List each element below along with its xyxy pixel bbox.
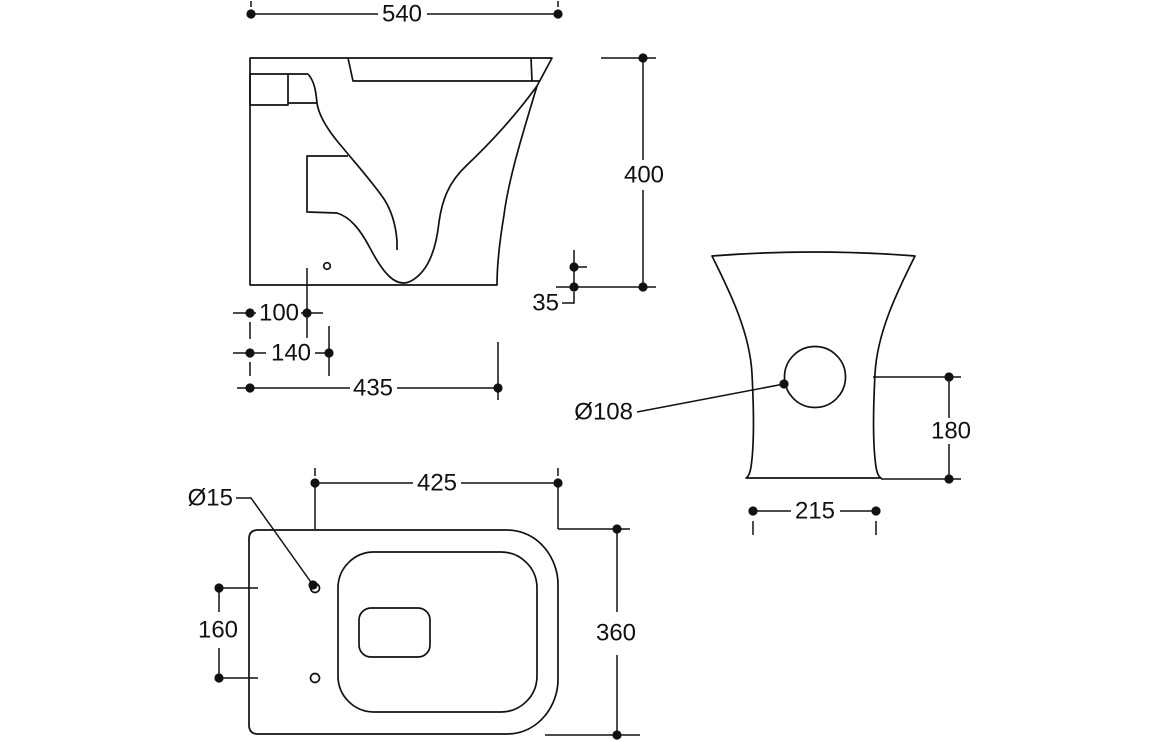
seat-strip-side <box>347 57 540 82</box>
dim-endpoint-dot <box>748 506 758 516</box>
dim-label-400: 400 <box>624 162 664 189</box>
leader-line <box>236 497 314 586</box>
dim-endpoint-dot <box>612 524 622 534</box>
dim-extension-lines <box>314 483 559 529</box>
dim-label-540: 540 <box>382 1 422 28</box>
outlet-hole <box>783 345 847 409</box>
dim-endpoint-dot <box>245 308 255 318</box>
dim-label-425: 425 <box>417 470 457 497</box>
dim-extension-lines <box>752 521 877 535</box>
dim-endpoint-dot <box>302 308 312 318</box>
bowl-rim-plan <box>337 551 538 713</box>
dim-outlet-diameter: Ø108 <box>574 379 789 426</box>
dim-rear-gap: 35 <box>532 250 587 317</box>
dim-endpoint-dot <box>553 478 563 488</box>
dim-extension-lines <box>249 268 308 339</box>
dim-endpoint-dot <box>493 383 503 393</box>
dim-ticks <box>250 1 559 7</box>
leader-line <box>636 383 785 413</box>
dim-label-160: 160 <box>198 617 238 644</box>
cistern-inlet-box <box>249 73 289 106</box>
dim-outlet-height: 180 <box>873 372 971 484</box>
dim-label-140: 140 <box>271 340 311 367</box>
dim-base-width: 215 <box>748 498 881 535</box>
dim-fixing-hole-diameter: Ø15 <box>188 485 318 590</box>
dim-overall-height: 400 <box>556 53 664 292</box>
dim-leader <box>562 292 575 304</box>
fixing-hole-lower <box>309 672 321 684</box>
pan-outline-side <box>249 57 553 286</box>
dim-ticks <box>314 468 559 476</box>
dim-endpoint-dot <box>324 348 334 358</box>
side-elevation-view: 540 400 35 100 <box>233 1 664 402</box>
dim-endpoint-dot <box>214 673 224 683</box>
bowl-trap-curve <box>306 85 538 284</box>
bowl-front-curve <box>307 73 398 250</box>
dim-overall-width: 360 <box>545 524 640 740</box>
dim-endpoint-dot <box>246 9 256 19</box>
dim-endpoint-dot <box>638 53 648 63</box>
rear-elevation-view: Ø108 180 215 <box>574 251 971 535</box>
dim-endpoint-dot <box>245 383 255 393</box>
dim-label-15: Ø15 <box>188 485 233 512</box>
dim-endpoint-dot <box>569 282 579 292</box>
dim-endpoint-dot <box>569 262 579 272</box>
dim-label-435: 435 <box>353 375 393 402</box>
dim-rim-depth: 425 <box>310 468 563 529</box>
dim-label-100: 100 <box>259 300 299 327</box>
dim-label-35: 35 <box>532 290 559 317</box>
dim-endpoint-dot <box>612 730 622 740</box>
dim-offset-100: 100 <box>233 268 323 339</box>
dim-base-length: 435 <box>237 342 503 402</box>
dim-endpoint-dot <box>310 478 320 488</box>
dim-endpoint-dot <box>944 474 954 484</box>
pan-outline-rear <box>711 251 916 479</box>
dim-extension-lines <box>219 587 258 679</box>
dim-offset-140: 140 <box>233 326 334 376</box>
dim-label-108: Ø108 <box>574 399 633 426</box>
dim-endpoint-dot <box>214 583 224 593</box>
dim-endpoint-dot <box>871 506 881 516</box>
dim-overall-depth: 540 <box>246 1 563 28</box>
pan-outline-plan <box>248 529 559 735</box>
dim-label-215: 215 <box>795 498 835 525</box>
water-spot-plan <box>358 607 431 658</box>
dim-label-180: 180 <box>931 418 971 445</box>
dim-endpoint-dot <box>245 348 255 358</box>
dim-endpoint-dot <box>638 282 648 292</box>
dim-endpoint-dot <box>553 9 563 19</box>
leader-dot <box>308 580 318 590</box>
dim-label-360: 360 <box>596 620 636 647</box>
inlet-detail-lines <box>288 73 317 104</box>
plan-view: Ø15 425 360 160 <box>188 468 640 740</box>
side-fixing-hole <box>322 261 332 271</box>
dim-fixing-hole-spacing: 160 <box>198 583 258 683</box>
dim-endpoint-dot <box>944 372 954 382</box>
